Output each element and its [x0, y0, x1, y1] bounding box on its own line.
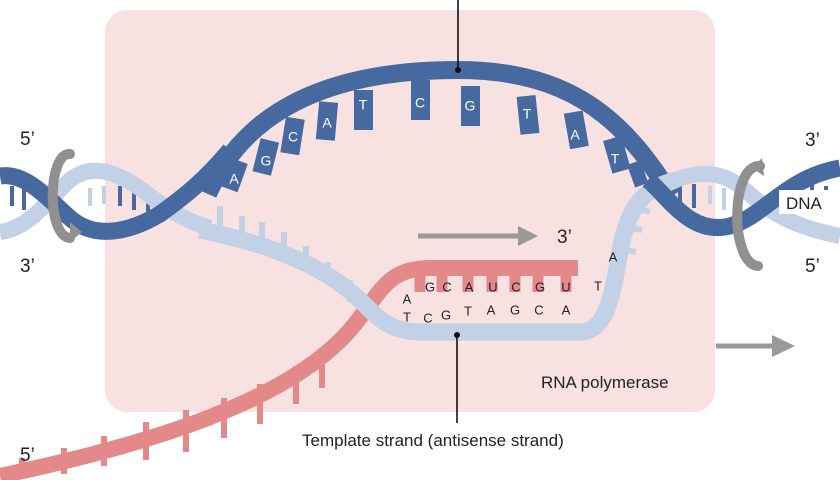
coding-base: C — [415, 95, 425, 111]
template-base: A — [562, 302, 571, 317]
template-base: G — [441, 307, 451, 322]
left-helix — [0, 144, 237, 240]
template-base: C — [423, 310, 432, 325]
coding-base: G — [465, 98, 476, 114]
template-strand-pointer-dot — [454, 332, 460, 338]
right-bottom-5prime-label: 5’ — [805, 256, 820, 277]
dna-label: DNA — [786, 194, 823, 213]
left-bottom-3prime-label: 3’ — [20, 256, 35, 277]
rna-base: A — [465, 279, 474, 294]
template-bases: T C G T A G C A T A — [403, 249, 618, 325]
template-base: C — [534, 302, 543, 317]
template-base: A — [609, 249, 618, 264]
coding-base: T — [359, 97, 368, 113]
template-base: G — [510, 302, 520, 317]
template-strand — [198, 171, 678, 341]
rna-base: G — [425, 279, 435, 294]
right-top-3prime-label: 3’ — [805, 130, 820, 151]
template-base: T — [403, 309, 411, 324]
coding-strand-pointer-dot — [455, 67, 461, 73]
coding-base: A — [229, 171, 239, 187]
rna-base: C — [442, 279, 451, 294]
template-base: A — [487, 302, 496, 317]
coding-base: C — [288, 129, 298, 145]
rna-base: U — [488, 279, 497, 294]
rotation-clamp-icon — [732, 158, 765, 271]
coding-base: G — [261, 153, 272, 169]
movement-arrow-icon — [716, 335, 795, 357]
rotation-clamp-icon — [47, 149, 82, 243]
rna-strand — [0, 260, 578, 480]
rna-base: U — [561, 279, 570, 294]
dna-label-bg — [779, 190, 831, 214]
rna-polymerase-body — [105, 10, 715, 412]
coding-base: T — [523, 106, 532, 122]
coding-base: A — [322, 115, 332, 131]
rna-growth-3prime-label: 3’ — [557, 227, 572, 248]
rna-base: G — [535, 279, 545, 294]
direction-arrow-icon — [418, 226, 538, 246]
coding-base: A — [570, 127, 580, 143]
coding-strand: A G C A T C G T A T — [199, 60, 680, 201]
rna-bases: A G C A U C G U — [403, 279, 571, 306]
coding-base: T — [611, 151, 620, 167]
template-strand-label: Template strand (antisense strand) — [302, 431, 564, 450]
template-base: T — [594, 278, 602, 293]
left-top-5prime-label: 5’ — [20, 129, 35, 150]
rna-polymerase-label: RNA polymerase — [541, 373, 669, 392]
template-base: T — [464, 303, 472, 318]
rna-5prime-label: 5’ — [20, 445, 35, 466]
rna-base: C — [511, 279, 520, 294]
rna-base: A — [403, 291, 412, 306]
